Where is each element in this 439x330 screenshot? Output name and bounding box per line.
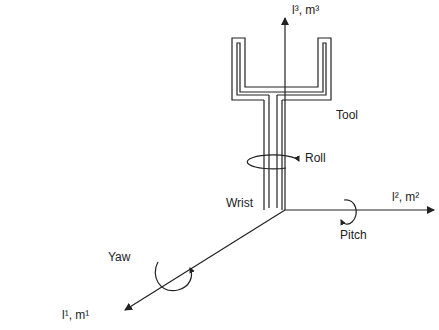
roll-arrow	[247, 155, 299, 169]
motion-name: Yaw	[108, 250, 130, 264]
axis-3	[284, 18, 285, 210]
part-name: Wrist	[226, 196, 253, 210]
axis-1	[125, 210, 285, 310]
tool-fork	[232, 38, 331, 100]
axis-label: l¹, m¹	[62, 308, 89, 322]
motion-name: Roll	[305, 151, 326, 165]
axis-label: l², m²	[392, 190, 419, 204]
axis-label: l³, m³	[292, 3, 319, 17]
tool-fork-inner	[237, 43, 326, 95]
motion-name: Pitch	[340, 228, 367, 242]
pitch-arrow	[341, 200, 356, 224]
tool-stem	[264, 95, 282, 210]
part-name: Tool	[336, 108, 358, 122]
axis-2	[285, 209, 434, 210]
yaw-arrow	[155, 262, 191, 291]
